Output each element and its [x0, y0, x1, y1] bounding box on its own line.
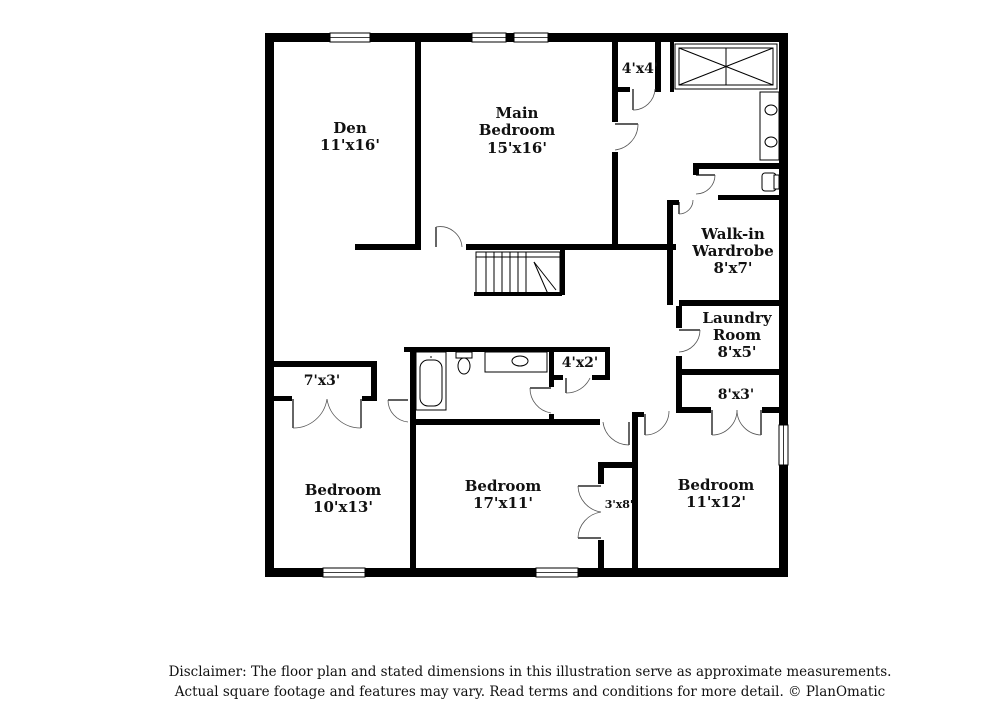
interior-walls [274, 42, 779, 577]
laundry-name-2: Room [713, 326, 761, 344]
bedroom-right-size: 11'x12' [686, 493, 746, 511]
walkin-size: 8'x7' [713, 259, 752, 277]
closet-middle-size: 3'x8' [605, 498, 634, 511]
closet-right-size: 8'x3' [718, 387, 754, 403]
bedroom-right-name: Bedroom [678, 476, 755, 494]
den-size: 11'x16' [320, 136, 380, 154]
walkin-name-1: Walk-in [700, 225, 765, 243]
closet-left-size: 7'x3' [304, 373, 340, 389]
bedroom-left-size: 10'x13' [313, 498, 373, 516]
closet-main-size: 4'x4' [622, 61, 658, 77]
laundry-size: 8'x5' [717, 343, 756, 361]
main-bedroom-name-2: Bedroom [479, 121, 556, 139]
bedroom-middle-size: 17'x11' [473, 494, 533, 512]
main-bedroom-name-1: Main [496, 104, 539, 122]
doors [292, 88, 762, 539]
den-name: Den [333, 119, 367, 137]
windows [322, 32, 789, 578]
hall-bath-fixtures [415, 351, 548, 411]
room-labels: Den 11'x16' Main Bedroom 15'x16' 4'x4' W… [304, 61, 774, 516]
walkin-name-2: Wardrobe [691, 242, 774, 260]
bedroom-middle-name: Bedroom [465, 477, 542, 495]
bedroom-left-name: Bedroom [305, 481, 382, 499]
staircase [474, 251, 562, 296]
main-bedroom-size: 15'x16' [487, 139, 547, 157]
disclaimer-line-1: Disclaimer: The floor plan and stated di… [168, 664, 892, 680]
closet-hall-size: 4'x2' [562, 355, 598, 371]
laundry-name-1: Laundry [702, 309, 772, 327]
disclaimer-line-2: Actual square footage and features may v… [174, 684, 886, 700]
master-bath-fixtures [674, 43, 780, 192]
